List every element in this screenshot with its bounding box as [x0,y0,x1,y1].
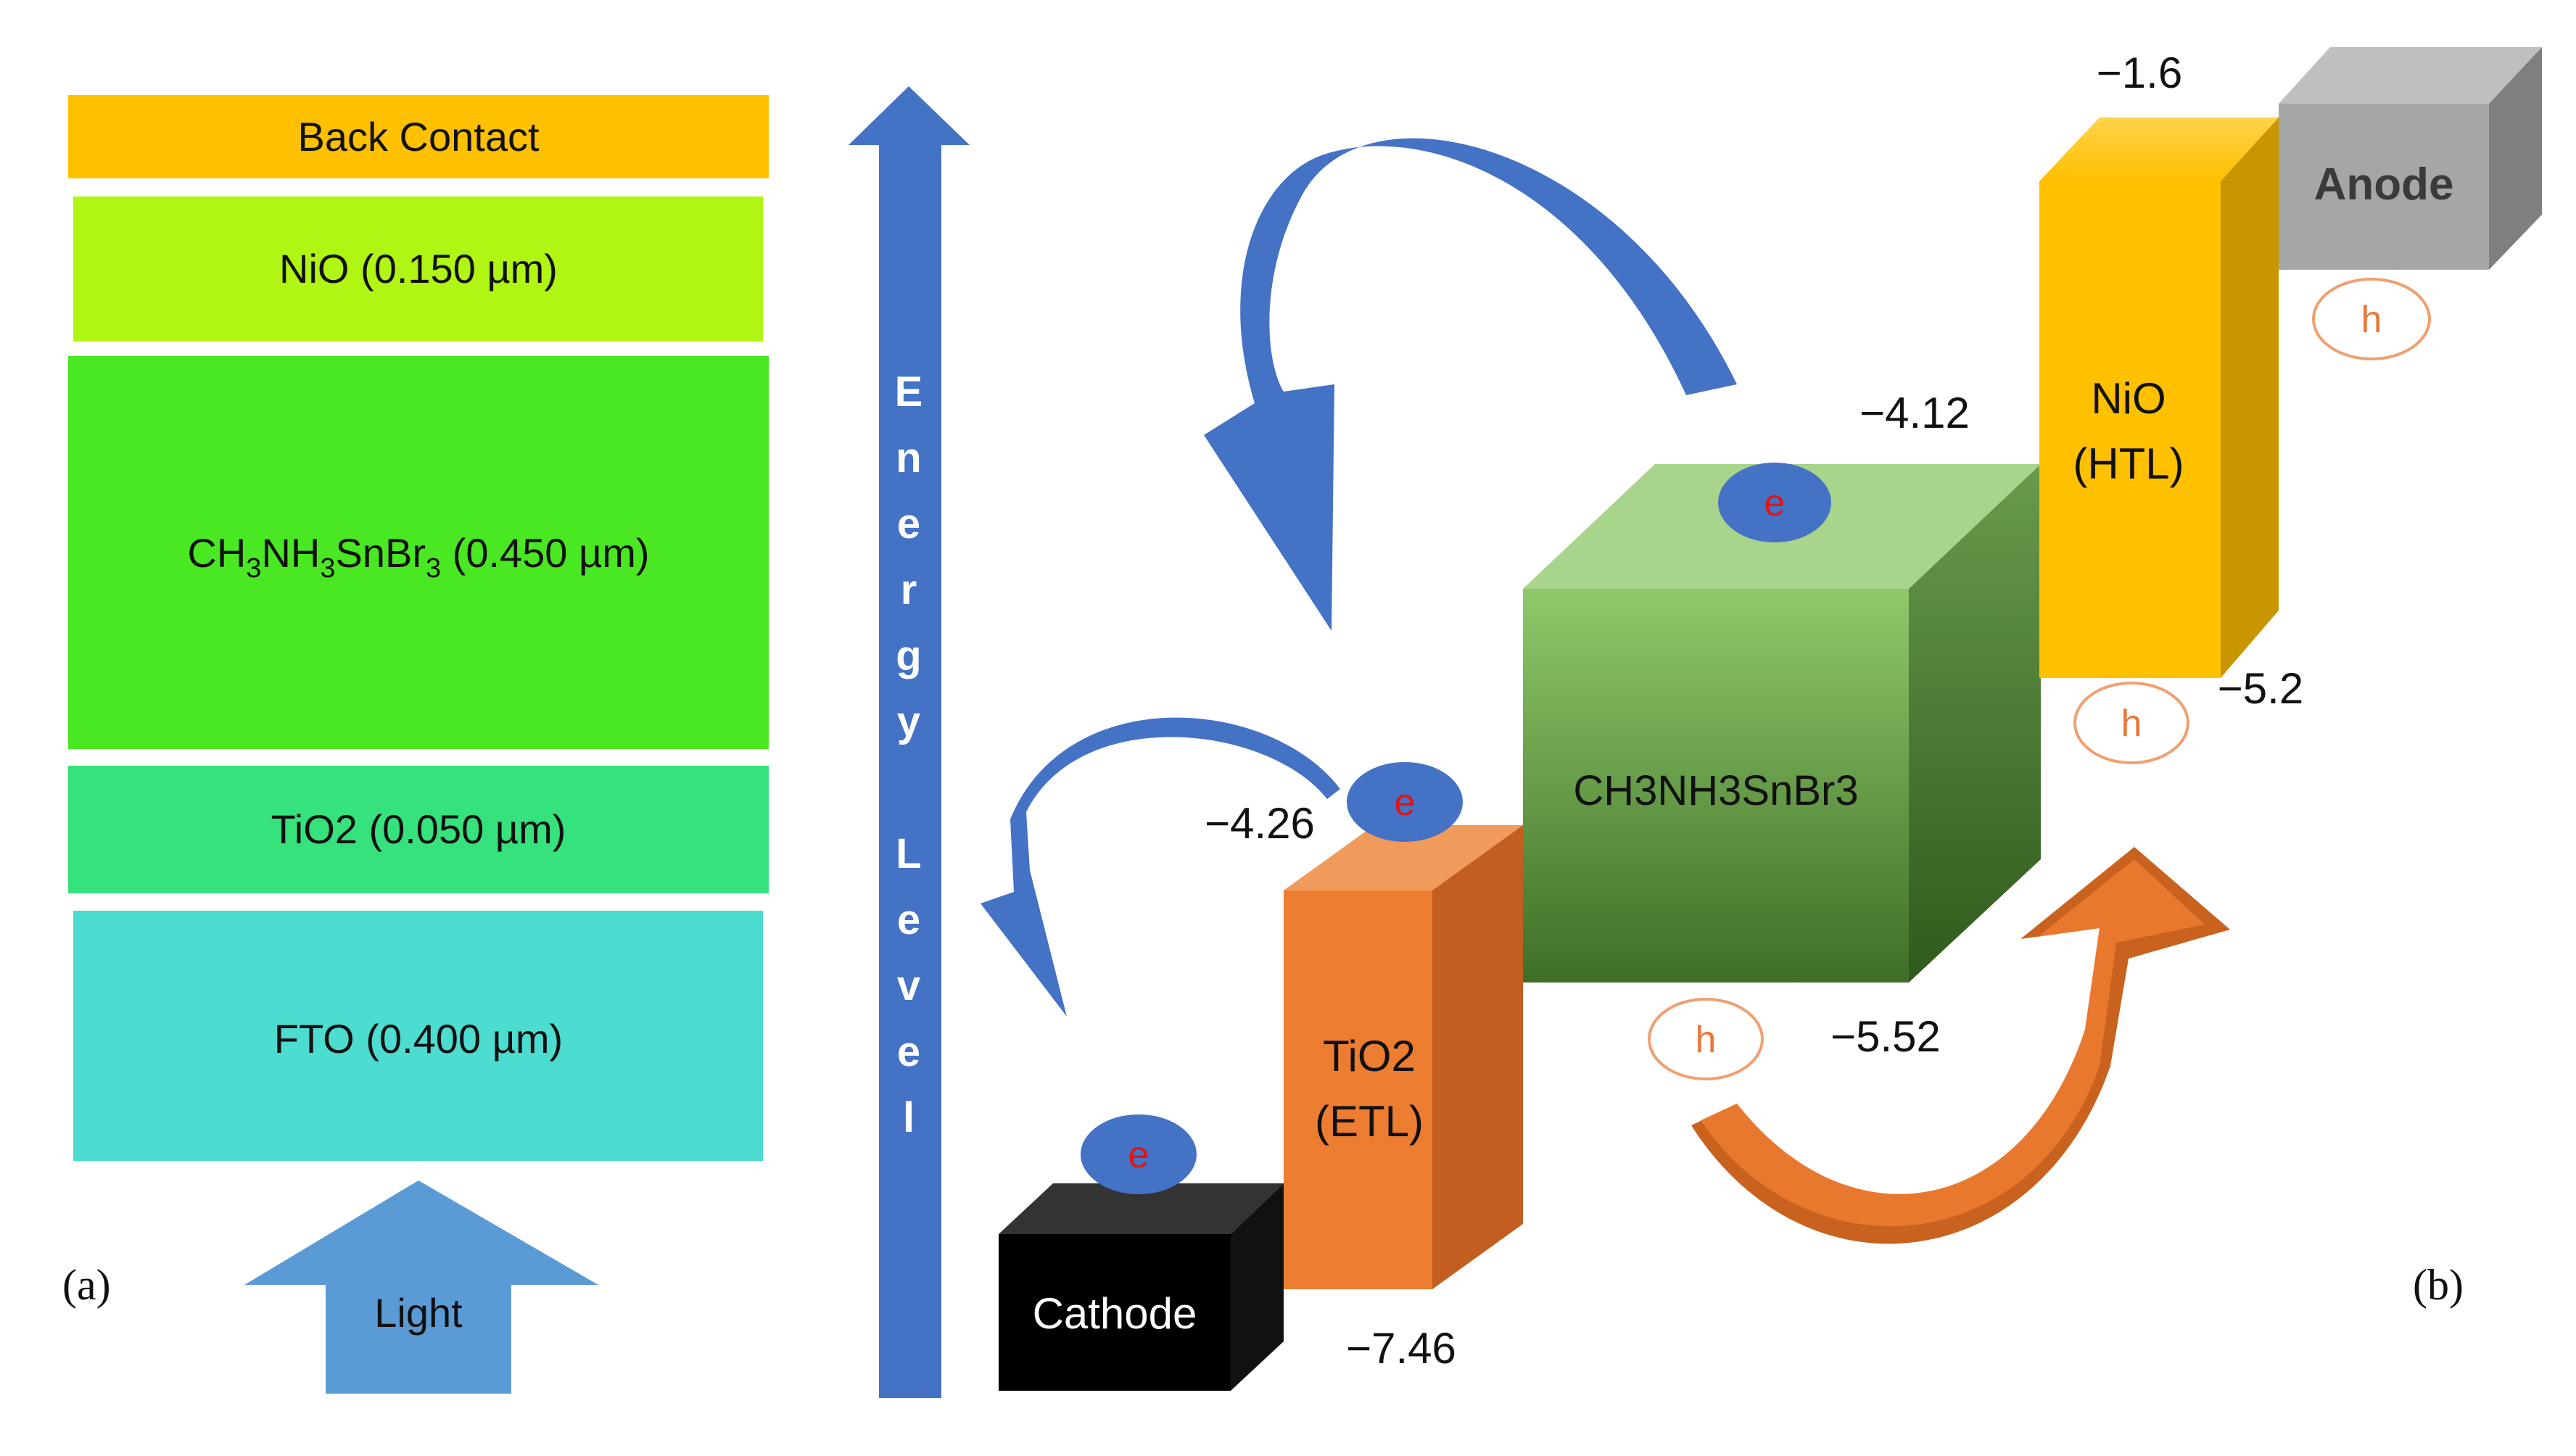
electron-cathode: e [1081,1114,1197,1194]
hole-htl: h [2073,682,2189,764]
electron-absorber: e [1718,463,1831,542]
energy-axis-letter: e [897,500,920,547]
electron-transfer-arrow-large [1204,138,1737,631]
etl-vb-value: −7.46 [1346,1324,1456,1373]
anode-label: Anode [2314,160,2454,210]
htl-cb-value: −1.6 [2097,49,2182,97]
energy-axis-letter: L [896,830,921,877]
layer-absorber-label: CH3NH3SnBr3 (0.450 µm) [187,530,649,584]
layer-tio2-label: TiO2 (0.050 µm) [271,806,566,852]
energy-axis-arrow [849,86,970,1398]
electron-etl: e [1347,762,1463,842]
htl-label-line1: NiO [2091,374,2166,423]
absorber-vb-value: −5.52 [1830,1012,1941,1061]
svg-text:h: h [2361,299,2382,341]
panel-b: Cathode TiO2 (ETL) CH3NH3SnBr3 NiO (HTL) [981,47,2542,1391]
panel-a-label: (a) [62,1261,111,1309]
panel-a: Back Contact NiO (0.150 µm) CH3NH3SnBr3 … [62,95,769,1394]
layer-nio [73,197,763,342]
hole-anode: h [2312,278,2431,360]
energy-axis-letter: n [896,434,921,481]
layer-back-contact [68,95,769,178]
cathode-label: Cathode [1033,1289,1197,1338]
light-label: Light [374,1290,463,1336]
svg-text:h: h [1696,1019,1717,1061]
energy-axis-letter: y [897,698,920,745]
hole-transfer-arrow-highlight [1701,859,2205,1227]
etl-label-line1: TiO2 [1323,1032,1416,1080]
panel-b-label: (b) [2413,1261,2464,1309]
absorber-label: CH3NH3SnBr3 [1573,767,1858,814]
hole-transfer-arrow [1691,847,2230,1244]
etl-cb-value: −4.26 [1205,799,1315,848]
energy-axis-letter: l [903,1094,915,1141]
layer-fto-label: FTO (0.400 µm) [274,1016,563,1062]
absorber-cb-value: −4.12 [1859,389,1970,437]
anode-block: Anode [2279,47,2542,270]
energy-axis-letter: e [897,1028,920,1075]
energy-axis-letter: g [896,632,921,679]
energy-axis-letter: r [901,566,917,613]
layer-tio2 [68,766,769,893]
htl-vb-value: −5.2 [2218,664,2303,713]
svg-text:e: e [1128,1134,1149,1176]
cathode-block: Cathode [999,1183,1284,1391]
etl-block: TiO2 (ETL) [1284,825,1523,1289]
htl-block: NiO (HTL) [2039,117,2279,678]
energy-axis-letter: E [895,368,923,415]
htl-label-line2: (HTL) [2073,439,2184,488]
etl-label-line2: (ETL) [1315,1097,1424,1146]
layer-absorber [68,356,769,749]
hole-absorber: h [1648,998,1764,1080]
svg-text:h: h [2121,703,2142,745]
layer-nio-label: NiO (0.150 µm) [279,246,558,291]
layer-fto [73,911,763,1161]
layer-back-contact-label: Back Contact [297,114,539,160]
svg-text:e: e [1395,782,1416,824]
light-arrow [244,1180,598,1394]
energy-axis-letter: e [897,896,920,943]
energy-axis-letter: v [897,962,920,1009]
svg-text:e: e [1764,482,1786,524]
